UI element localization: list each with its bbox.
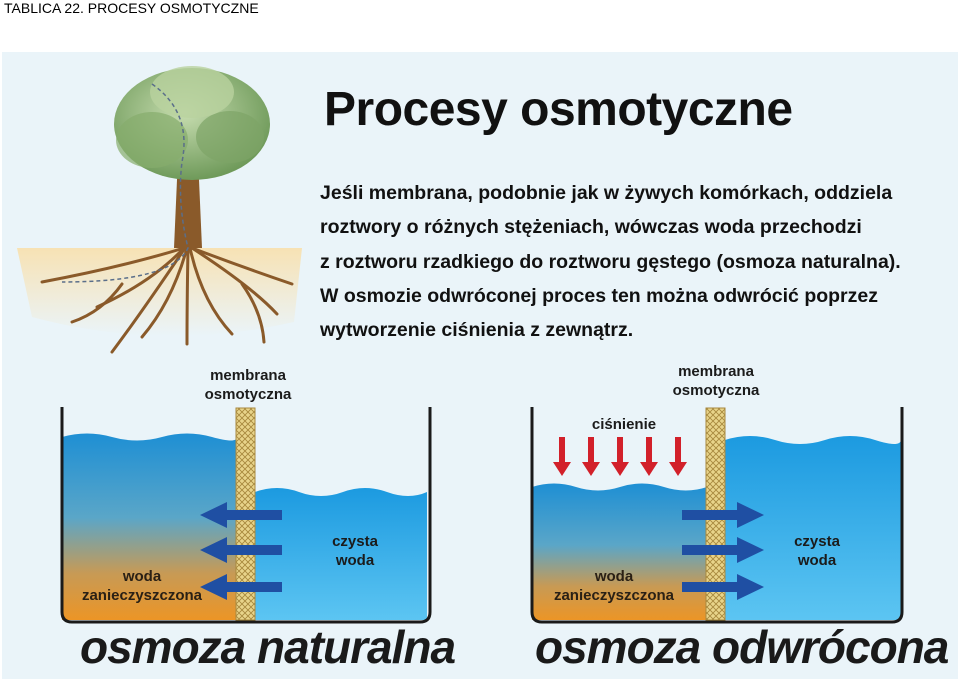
caption-reverse-osmosis: osmoza odwrócona xyxy=(535,621,949,673)
membrane-label-left: membrana osmotyczna xyxy=(198,366,298,404)
description-line: W osmozie odwróconej proces ten można od… xyxy=(320,284,878,307)
flow-arrows-right xyxy=(682,502,764,600)
main-title: Procesy osmotyczne xyxy=(324,83,793,136)
description-line: roztwory o różnych stężeniach, wówczas w… xyxy=(320,216,862,239)
description: Jeśli membrana, podobnie jak w żywych ko… xyxy=(320,176,930,347)
description-line: z roztworu rzadkiego do roztworu gęstego… xyxy=(320,250,901,273)
pressure-label: ciśnienie xyxy=(579,415,669,434)
polluted-water-label-right: woda zanieczyszczona xyxy=(524,567,704,605)
description-line: wytworzenie ciśnienia z zewnątrz. xyxy=(320,319,634,342)
label-line: woda xyxy=(797,552,837,569)
label-line: membrana xyxy=(210,367,286,384)
flow-arrows-left xyxy=(200,502,282,600)
pressure-arrows xyxy=(553,437,687,476)
label-line: woda xyxy=(122,568,162,585)
polluted-water-label-left: woda zanieczyszczona xyxy=(52,567,232,605)
membrane-label-right: membrana osmotyczna xyxy=(666,362,766,400)
tree-illustration xyxy=(17,66,302,354)
natural-osmosis-tank xyxy=(60,407,432,624)
label-line: membrana xyxy=(678,363,754,380)
caption-natural-osmosis: osmoza naturalna xyxy=(80,621,456,673)
label-line: czysta xyxy=(332,533,378,550)
clean-water-label-left: czysta woda xyxy=(320,532,390,570)
label-line: osmotyczna xyxy=(672,382,760,399)
clean-water-label-right: czysta woda xyxy=(782,532,852,570)
label-line: osmotyczna xyxy=(204,386,292,403)
label-line: woda xyxy=(335,552,375,569)
label-line: zanieczyszczona xyxy=(553,587,675,604)
label-line: czysta xyxy=(794,533,840,550)
description-line: Jeśli membrana, podobnie jak w żywych ko… xyxy=(320,182,893,204)
reverse-osmosis-tank xyxy=(530,407,904,624)
diagram-panel: Procesy osmotyczne Jeśli membrana, podob… xyxy=(2,52,958,679)
label-line: ciśnienie xyxy=(591,416,657,433)
label-line: zanieczyszczona xyxy=(81,587,203,604)
label-line: woda xyxy=(594,568,634,585)
header-label: TABLICA 22. PROCESY OSMOTYCZNE xyxy=(4,0,259,16)
diagram-graphics xyxy=(17,66,904,624)
